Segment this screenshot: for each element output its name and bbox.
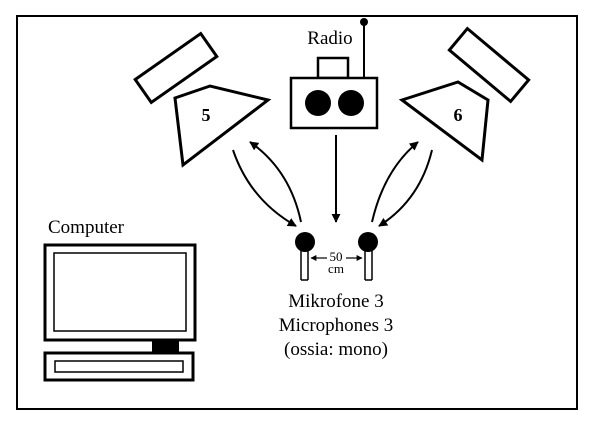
microphones: 50 cm [295, 232, 378, 281]
mic-caption-line1: Mikrofone 3 [288, 291, 384, 312]
speaker-left-horn [173, 84, 272, 168]
mic-left-icon [295, 232, 315, 252]
radio-antenna-tip [360, 18, 368, 26]
mic-caption-line2: Microphones 3 [279, 315, 394, 336]
speaker-left-body [133, 31, 219, 105]
radio-handle [316, 56, 350, 80]
mic-right-icon [358, 232, 378, 252]
mic-spacing-value: 50 [330, 249, 343, 264]
mic-spacing-unit: cm [328, 261, 344, 276]
computer-label: Computer [48, 217, 125, 238]
speaker-right-to-mic-arrow [378, 149, 433, 227]
radio-body [289, 76, 379, 130]
mic-caption-line3: (ossia: mono) [284, 339, 388, 360]
mic-to-speaker-right-arrow [371, 141, 419, 223]
computer-screen [53, 252, 187, 332]
speaker-right-horn [398, 80, 490, 163]
diagram-frame [16, 15, 578, 410]
speaker-right: 6 [398, 26, 531, 163]
speaker-left-to-mic-arrow [232, 149, 297, 227]
speaker-left: 5 [133, 31, 272, 168]
speaker-right-body [447, 26, 531, 104]
computer-stand [152, 341, 179, 353]
radio: Radio [289, 18, 379, 130]
radio-speaker-right-icon [338, 90, 364, 116]
computer-drive-slot [54, 360, 184, 373]
speaker-left-label: 5 [202, 105, 211, 125]
computer: Computer [43, 217, 197, 382]
mic-to-speaker-left-arrow [249, 141, 302, 223]
radio-label: Radio [307, 28, 352, 49]
speaker-right-label: 6 [454, 105, 463, 125]
radio-speaker-left-icon [305, 90, 331, 116]
